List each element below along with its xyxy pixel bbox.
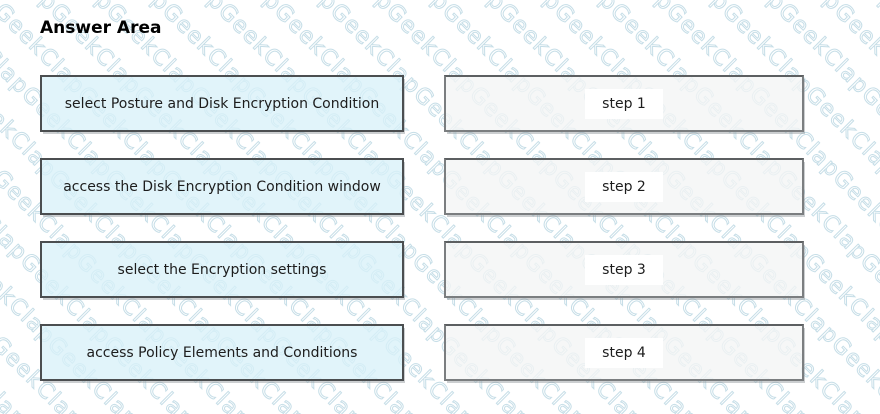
step-1-label: step 1 [585,88,663,119]
target-box-step-4[interactable]: step 4 [444,324,804,381]
source-label-3: select the Encryption settings [117,261,327,278]
step-2-label: step 2 [585,171,663,202]
target-box-step-3[interactable]: step 3 [444,241,804,298]
target-box-step-2[interactable]: step 2 [444,158,804,215]
target-box-step-1[interactable]: step 1 [444,75,804,132]
source-label-4: access Policy Elements and Conditions [86,344,358,361]
source-box-3[interactable]: select the Encryption settings [40,241,404,298]
row-3: select the Encryption settings step 3 [0,241,880,298]
step-3-label: step 3 [585,254,663,285]
row-1: select Posture and Disk Encryption Condi… [0,75,880,132]
row-2: access the Disk Encryption Condition win… [0,158,880,215]
source-box-2[interactable]: access the Disk Encryption Condition win… [40,158,404,215]
step-4-label: step 4 [585,337,663,368]
source-box-4[interactable]: access Policy Elements and Conditions [40,324,404,381]
rows-container: select Posture and Disk Encryption Condi… [0,75,880,381]
source-label-1: select Posture and Disk Encryption Condi… [64,95,380,112]
source-label-2: access the Disk Encryption Condition win… [63,178,381,195]
source-box-1[interactable]: select Posture and Disk Encryption Condi… [40,75,404,132]
page-title: Answer Area [40,18,162,38]
row-4: access Policy Elements and Conditions st… [0,324,880,381]
